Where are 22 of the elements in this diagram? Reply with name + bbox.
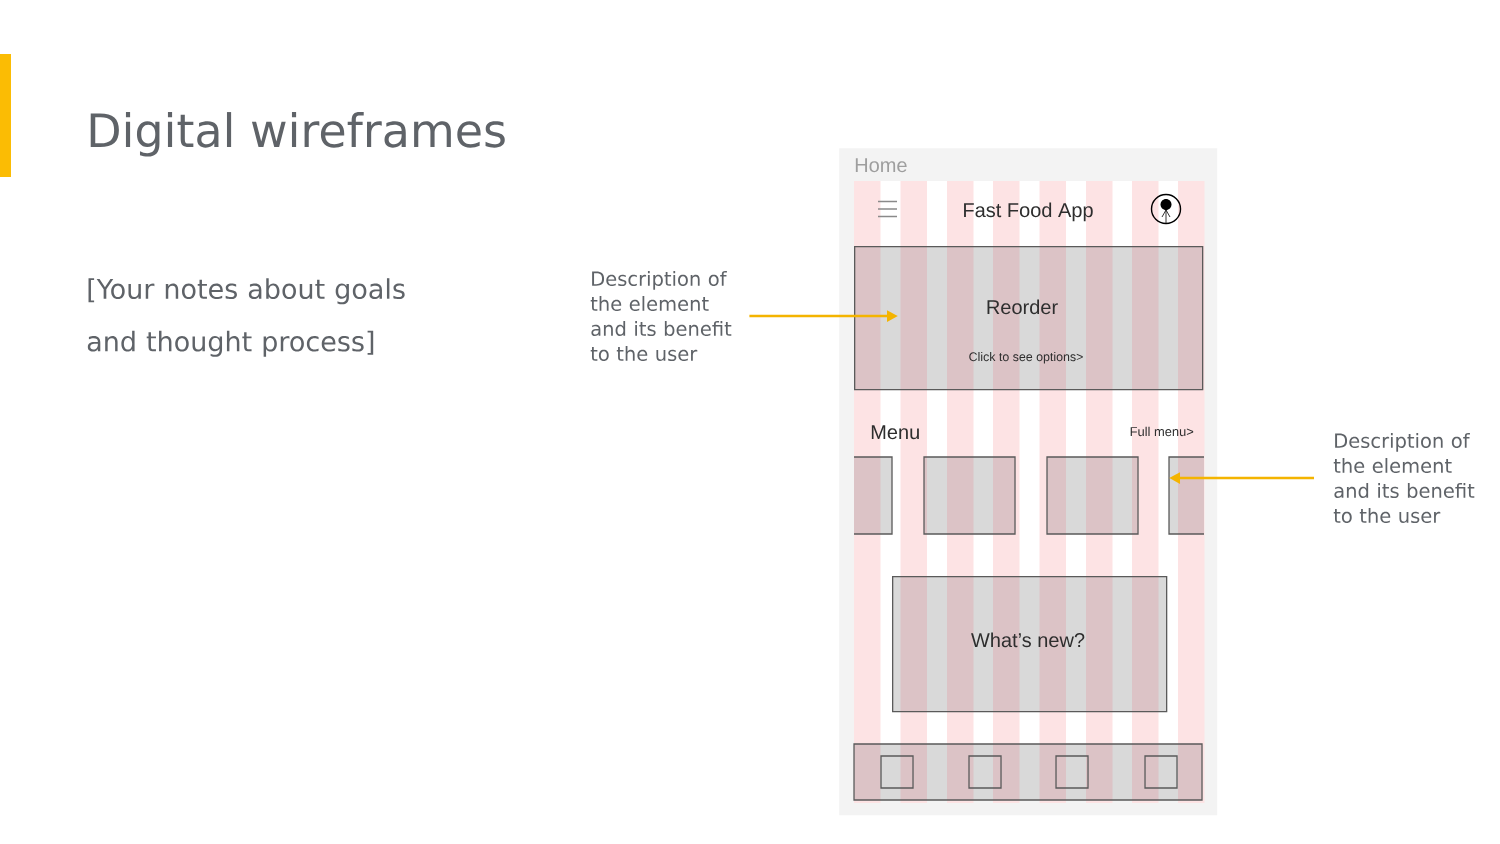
menu-item-tile	[1046, 456, 1139, 535]
nav-icon-placeholder	[880, 755, 914, 789]
nav-icon-placeholder	[968, 755, 1002, 789]
nav-icon-placeholder	[1144, 755, 1178, 789]
annotation-text: Description of the element and its benefit to the user	[1333, 432, 1475, 524]
section-heading: Menu	[871, 425, 919, 440]
reorder-card	[854, 246, 1204, 391]
menu-item-tile	[853, 456, 893, 535]
notes-text: [Your notes about goals and thought process]	[87, 278, 405, 357]
link-text: Click to see options>	[969, 352, 1083, 364]
menu-item-tile	[1168, 456, 1205, 535]
bottom-nav-bar	[853, 743, 1203, 801]
slide-title: Digital wireframes	[90, 112, 505, 157]
menu-item-tile	[923, 456, 1016, 535]
card-title: Reorder	[987, 299, 1058, 315]
nav-icon-placeholder	[1055, 755, 1089, 789]
link-text: Full menu>	[1130, 426, 1194, 437]
frame-title: Home	[855, 158, 907, 173]
card-title: What’s new?	[971, 632, 1085, 648]
banner-card	[892, 576, 1168, 713]
app-title: Fast Food App	[964, 202, 1093, 222]
annotation-text: Description of the element and its benefit to the user	[590, 270, 732, 362]
